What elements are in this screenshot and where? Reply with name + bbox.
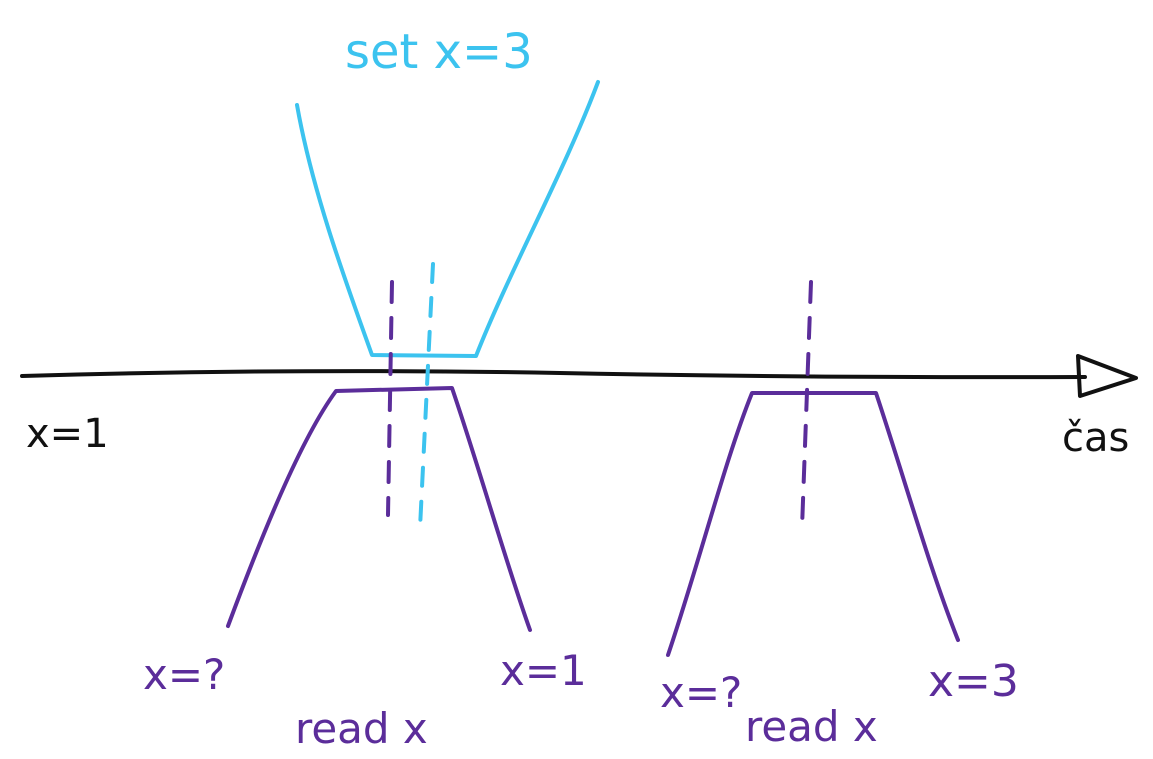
read-operation-2-shape: [666, 391, 960, 657]
read-1-dashed-line: [386, 280, 394, 517]
read-1-end-value: x=1: [500, 646, 587, 695]
read-1-start-value: x=?: [143, 650, 226, 699]
read-2-start-value: x=?: [660, 668, 743, 717]
time-axis-label: čas: [1062, 415, 1130, 461]
read-1-label: read x: [295, 704, 428, 753]
read-2-dashed-line: [800, 280, 813, 530]
read-operation-1-shape: [226, 386, 532, 632]
time-axis-line: [20, 369, 1087, 380]
time-axis-arrowhead: [1076, 354, 1138, 398]
initial-value-label: x=1: [26, 411, 109, 457]
write-operation-shape: [295, 80, 600, 358]
read-2-label: read x: [745, 702, 878, 751]
write-operation-label: set x=3: [345, 24, 533, 80]
write-commit-dashed-line: [418, 262, 435, 530]
read-2-end-value: x=3: [928, 656, 1019, 707]
